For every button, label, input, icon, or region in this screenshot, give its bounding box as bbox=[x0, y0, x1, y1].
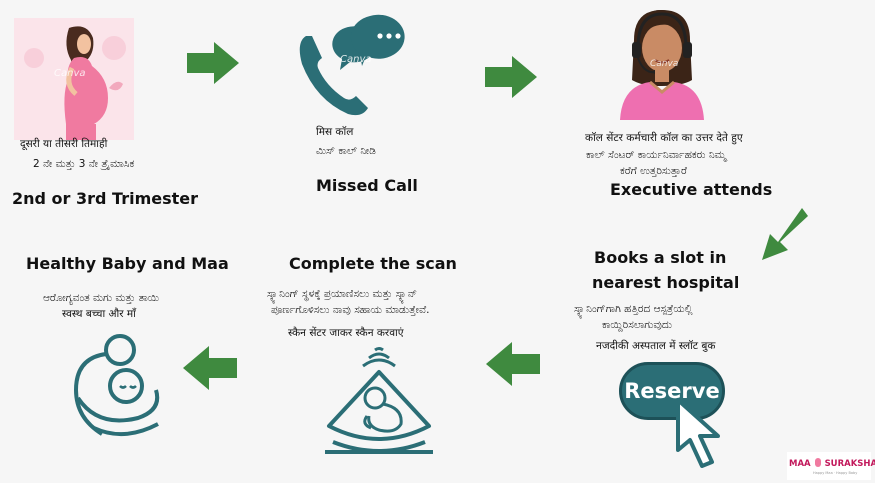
right-arrow-icon bbox=[485, 56, 537, 98]
book-slot-kannada-line2: ಕಾಯ್ದಿರಿಸಲಾಗುವುದು bbox=[602, 319, 672, 331]
complete-scan-kannada-line1: ಸ್ಕ್ಯಾನಿಂಗ್ ಸ್ಥಳಕ್ಕೆ ಪ್ರಯಾಣಿಸಲು ಮತ್ತು ಸ್… bbox=[267, 288, 417, 300]
logo-text-right: SURAKSHA bbox=[824, 459, 875, 469]
svg-text:Canva: Canva bbox=[54, 68, 86, 79]
pregnant-woman-icon: Canva bbox=[14, 18, 134, 140]
complete-scan-kannada-line2: ಪೂರ್ಣಗೊಳಿಸಲು ನಾವು ಸಹಾಯ ಮಾಡುತ್ತೇವೆ. bbox=[271, 304, 430, 316]
complete-scan-hindi-text: स्कैन सेंटर जाकर स्कैन करवाएं bbox=[288, 327, 404, 339]
book-slot-title-line1: Books a slot in bbox=[594, 248, 727, 267]
book-slot-hindi-text: नजदीकी अस्पताल में स्लॉट बुक bbox=[596, 340, 716, 352]
reserve-button: Reserve bbox=[619, 362, 725, 420]
logo-tagline: Happy Maa · Happy Baby bbox=[813, 471, 858, 475]
svg-text:Canva: Canva bbox=[650, 59, 678, 69]
cursor-arrow-icon bbox=[676, 398, 720, 468]
phone-call-icon: Canva bbox=[299, 14, 405, 116]
trimester-title: 2nd or 3rd Trimester bbox=[12, 189, 199, 208]
complete-scan-title: Complete the scan bbox=[289, 254, 457, 273]
down-left-arrow-icon bbox=[762, 208, 808, 260]
step-trimester: Canva दूसरी या तीसरी तिमाही 2 ನೇ ಮತ್ತು 3… bbox=[0, 0, 198, 215]
executive-title: Executive attends bbox=[610, 180, 773, 199]
healthy-baby-kannada-text: ಆರೋಗ್ಯವಂತ ಮಗು ಮತ್ತು ತಾಯಿ bbox=[43, 292, 160, 304]
executive-hindi-text: कॉल सेंटर कर्मचारी कॉल का उत्तर देते हुए bbox=[585, 132, 743, 144]
healthy-baby-hindi-text: स्वस्थ बच्चा और माँ bbox=[62, 308, 136, 320]
maa-suraksha-logo: MAA SURAKSHA Happy Maa · Happy Baby bbox=[787, 452, 875, 480]
book-slot-kannada-line1: ಸ್ಕ್ಯಾನಿಂಗ್‌ಗಾಗಿ ಹತ್ತಿರದ ಆಸ್ಪತ್ರೆಯಲ್ಲಿ bbox=[574, 303, 693, 315]
executive-kannada-line1: ಕಾಲ್ ಸೆಂಟರ್ ಕಾರ್ಯನಿರ್ವಾಹಕರು ನಿಮ್ಮ bbox=[586, 149, 727, 161]
step-book-slot: Books a slot in nearest hospital ಸ್ಕ್ಯಾನ… bbox=[572, 248, 772, 478]
healthy-baby-title: Healthy Baby and Maa bbox=[26, 254, 229, 273]
step-healthy-baby: Healthy Baby and Maa ಆರೋಗ್ಯವಂತ ಮಗು ಮತ್ತು… bbox=[0, 250, 230, 480]
trimester-kannada-text: 2 ನೇ ಮತ್ತು 3 ನೇ ತ್ರೈಮಾಸಿಕ bbox=[33, 158, 135, 170]
left-arrow-icon bbox=[183, 346, 237, 390]
step-complete-scan: Complete the scan ಸ್ಕ್ಯಾನಿಂಗ್ ಸ್ಥಳಕ್ಕೆ ಪ… bbox=[255, 250, 515, 480]
executive-kannada-line2: ಕರೆಗೆ ಉತ್ತರಿಸುತ್ತಾರೆ bbox=[620, 165, 687, 177]
book-slot-title-line2: nearest hospital bbox=[592, 273, 740, 292]
missed-call-title: Missed Call bbox=[316, 176, 418, 195]
logo-mark-icon bbox=[814, 458, 821, 467]
missed-call-kannada-text: ಮಿಸ್ ಕಾಲ್ ನೀಡಿ bbox=[316, 145, 376, 157]
step-missed-call: Canva मिस कॉल ಮಿಸ್ ಕಾಲ್ ನೀಡಿ Missed Call bbox=[280, 0, 440, 200]
reserve-button-label: Reserve bbox=[624, 379, 720, 403]
logo-text-left: MAA bbox=[789, 459, 811, 469]
left-arrow-icon bbox=[486, 342, 540, 386]
right-arrow-icon bbox=[187, 42, 239, 84]
trimester-hindi-text: दूसरी या तीसरी तिमाही bbox=[20, 138, 108, 150]
ultrasound-baby-icon bbox=[325, 347, 433, 454]
missed-call-hindi-text: मिस कॉल bbox=[316, 126, 354, 138]
step-executive: Canva कॉल सेंटर कर्मचारी कॉल का उत्तर दे… bbox=[570, 0, 800, 205]
call-center-agent-icon: Canva bbox=[620, 10, 704, 120]
mother-baby-icon bbox=[73, 334, 160, 437]
svg-text:Canva: Canva bbox=[340, 54, 372, 65]
